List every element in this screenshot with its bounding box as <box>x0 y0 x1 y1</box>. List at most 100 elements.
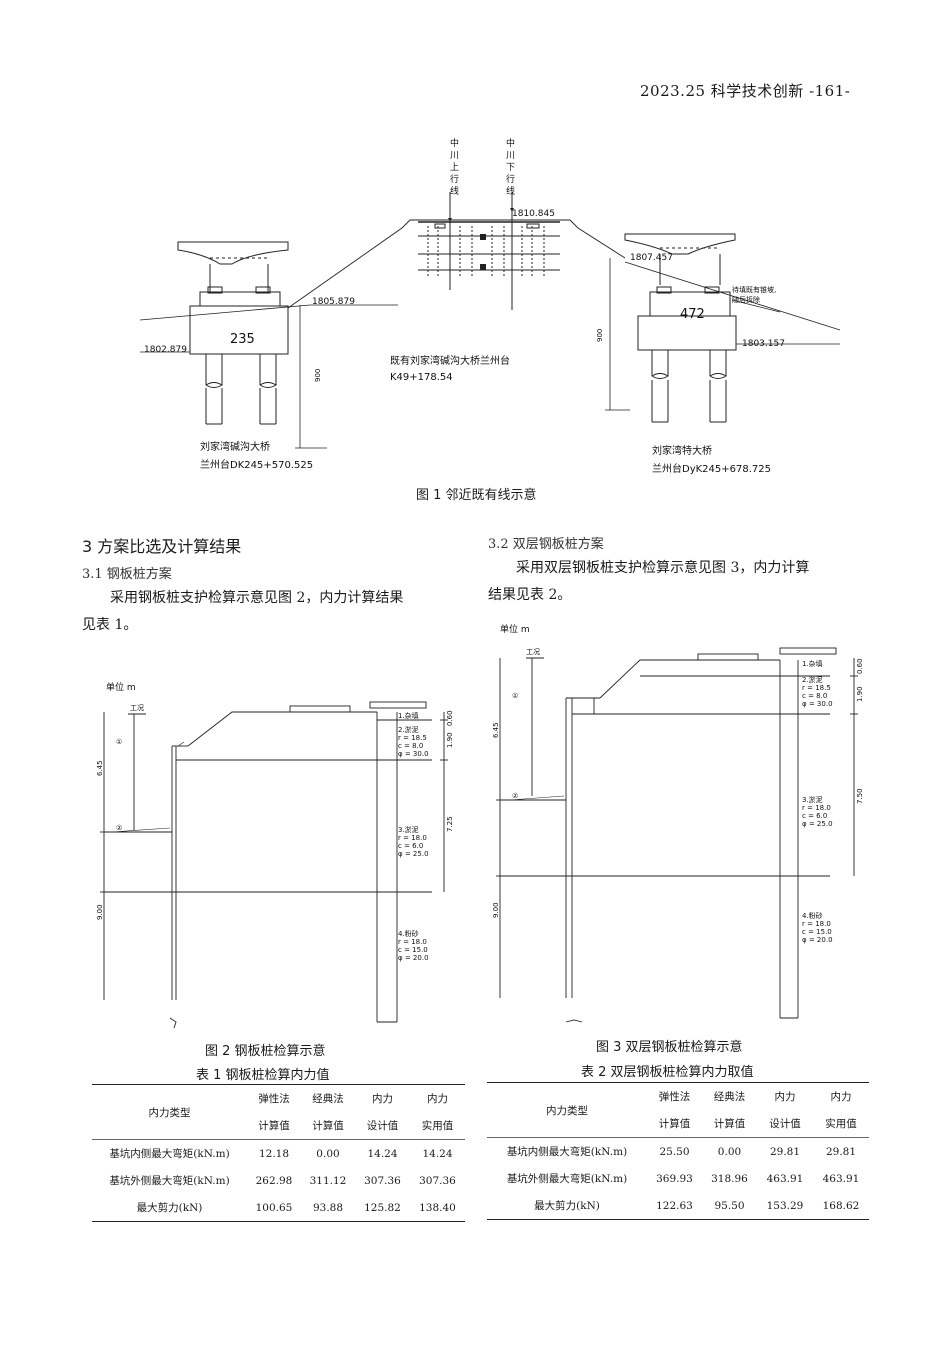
fig1-note-1: 待填既有锥坡, <box>732 285 776 294</box>
section31-para-line1: 采用钢板桩支护检算示意见图 2，内力计算结果 <box>110 590 404 606</box>
fig1-dim-right: 900 <box>596 329 604 342</box>
figure3-drawing: 单位 m 工况 ① ② 6.45 9.00 0.60 1.90 7.50 1.杂… <box>492 623 864 1023</box>
table1-head-type: 内力类型 <box>92 1084 247 1140</box>
fig1-bridge-mid-2: K49+178.54 <box>390 372 453 383</box>
fig2-dim-4: 1.90 <box>446 732 454 748</box>
table1-title: 表 1 钢板桩检算内力值 <box>196 1068 330 1083</box>
fig2-marker-2: ② <box>116 824 122 832</box>
fig3-layer1: 1.杂填 <box>802 659 823 668</box>
fig1-cap-left: 235 <box>230 332 255 347</box>
table1-cell: 262.98 <box>255 1174 293 1187</box>
fig1-elev-right-low: 1803.157 <box>742 339 785 349</box>
fig1-bridge-mid-1: 既有刘家湾碱沟大桥兰州台 <box>390 354 510 367</box>
table2-cell: 29.81 <box>769 1145 801 1158</box>
table1-head-top-3: 内力 <box>355 1084 410 1112</box>
fig3-dim-4: 1.90 <box>856 686 864 702</box>
fig3-dim-5: 7.50 <box>856 788 864 804</box>
fig3-unit: 单位 m <box>500 623 530 635</box>
table-row: 基坑内侧最大弯矩(kN.m) 25.50 0.00 29.81 29.81 <box>487 1138 869 1166</box>
fig3-layer4-c: c = 15.0 <box>802 928 832 936</box>
section3-title: 3 方案比选及计算结果 <box>82 537 242 556</box>
fig2-dim-1: 6.45 <box>96 760 104 776</box>
table1-cell: 125.82 <box>355 1194 410 1222</box>
table1-cell: 14.24 <box>367 1147 398 1160</box>
table1-head-bot-4: 实用值 <box>410 1112 465 1140</box>
fig2-layer4-phi: φ = 20.0 <box>398 954 429 962</box>
fig2-layer2-name: 2.淤泥 <box>398 725 419 734</box>
figure2-caption: 图 2 钢板桩检算示意 <box>205 1044 326 1059</box>
table1-cell: 307.36 <box>419 1174 456 1187</box>
figure1-drawing: 中川上行线 中川下行线 1810.845 1805.879 1802.879 1… <box>139 137 841 475</box>
table1-head-top-2: 经典法 <box>301 1084 355 1112</box>
table2-cell: 463.91 <box>822 1172 860 1185</box>
table-row: 基坑内侧最大弯矩(kN.m) 12.18 0.00 14.24 14.24 <box>92 1140 465 1168</box>
fig3-layer3-name: 3.淤泥 <box>802 795 823 804</box>
table1-cell: 138.40 <box>410 1194 465 1222</box>
fig3-layer4-phi: φ = 20.0 <box>802 936 833 944</box>
fig3-layer4-r: r = 18.0 <box>802 920 831 928</box>
fig1-label-down-line: 中川下行线 <box>506 137 515 197</box>
fig3-dim-1: 6.45 <box>492 722 500 738</box>
table1: 内力类型 弹性法 经典法 内力 内力 计算值 计算值 设计值 实用值 基坑内侧最… <box>92 1084 465 1222</box>
fig3-layer3-c: c = 6.0 <box>802 812 827 820</box>
fig1-bridge-right-1: 刘家湾特大桥 <box>652 444 712 457</box>
table1-cell: 100.65 <box>247 1194 301 1222</box>
fig2-layer4-c: c = 15.0 <box>398 946 428 954</box>
fig2-layer4-name: 4.粉砂 <box>398 929 419 938</box>
table-row: 基坑外侧最大弯矩(kN.m) 369.93 318.96 463.91 463.… <box>487 1165 869 1192</box>
table-row: 基坑外侧最大弯矩(kN.m) 262.98 311.12 307.36 307.… <box>92 1167 465 1194</box>
table2-cell: 95.50 <box>702 1192 757 1220</box>
fig3-marker-2: ② <box>512 792 518 800</box>
fig2-layer4-r: r = 18.0 <box>398 938 427 946</box>
fig2-layer2-r: r = 18.5 <box>398 734 427 742</box>
table2-head-top-3: 内力 <box>757 1082 813 1110</box>
table1-head-top-1: 弹性法 <box>247 1084 301 1112</box>
figure2-drawing: 单位 m 工况 ① ② 6.45 9.00 0.60 1.90 7.25 1.杂… <box>96 681 454 1029</box>
fig1-elev-right-top: 1807.457 <box>630 253 673 263</box>
section31-para-line2: 见表 1。 <box>82 617 138 633</box>
table2-title: 表 2 双层钢板桩检算内力取值 <box>581 1065 754 1080</box>
fig1-elev-top: 1810.845 <box>512 209 555 219</box>
table2: 内力类型 弹性法 经典法 内力 内力 计算值 计算值 设计值 实用值 基坑内侧最… <box>487 1082 869 1220</box>
table2-cell: 369.93 <box>656 1172 693 1185</box>
fig3-dim-3: 0.60 <box>856 658 864 674</box>
fig2-layer1: 1.杂填 <box>398 711 419 720</box>
table1-cell: 93.88 <box>301 1194 355 1222</box>
table1-cell: 最大剪力(kN) <box>92 1194 247 1222</box>
table2-head-type: 内力类型 <box>487 1082 647 1138</box>
fig2-layer3-phi: φ = 25.0 <box>398 850 429 858</box>
figure3-caption: 图 3 双层钢板桩检算示意 <box>596 1040 743 1055</box>
fig3-layer2-c: c = 8.0 <box>802 692 827 700</box>
fig2-layer2-phi: φ = 30.0 <box>398 750 429 758</box>
table2-head-bot-1: 计算值 <box>647 1110 702 1138</box>
table1-cell: 14.24 <box>422 1147 453 1160</box>
table2-cell: 基坑外侧最大弯矩(kN.m) <box>506 1173 628 1185</box>
table2-cell: 153.29 <box>757 1192 813 1220</box>
fig1-dim-left: 900 <box>314 369 322 382</box>
fig2-marker-1: ① <box>116 738 122 746</box>
table1-cell: 307.36 <box>364 1174 401 1187</box>
fig2-layer3-name: 3.淤泥 <box>398 825 419 834</box>
table2-head-top-1: 弹性法 <box>647 1082 702 1110</box>
figure1-caption: 图 1 邻近既有线示意 <box>416 488 537 503</box>
table2-cell: 0.00 <box>717 1145 742 1158</box>
fig2-work: 工况 <box>130 704 144 712</box>
fig3-layer3-phi: φ = 25.0 <box>802 820 833 828</box>
table2-cell: 最大剪力(kN) <box>487 1192 647 1220</box>
fig1-label-up-line: 中川上行线 <box>450 137 459 197</box>
table1-cell: 12.18 <box>258 1147 290 1160</box>
table1-cell: 基坑外侧最大弯矩(kN.m) <box>109 1175 230 1187</box>
table2-cell: 基坑内侧最大弯矩(kN.m) <box>506 1146 628 1158</box>
section32-para-line1: 采用双层钢板桩支护检算示意见图 3，内力计算 <box>516 560 810 576</box>
fig3-dim-2: 9.00 <box>492 902 500 918</box>
fig3-layer2-r: r = 18.5 <box>802 684 831 692</box>
table1-head-bot-2: 计算值 <box>301 1112 355 1140</box>
fig3-work: 工况 <box>526 648 540 656</box>
table1-head-bot-3: 设计值 <box>355 1112 410 1140</box>
table1-head-top-4: 内力 <box>410 1084 465 1112</box>
fig1-bridge-left-2: 兰州台DK245+570.525 <box>200 458 313 471</box>
fig2-layer2-c: c = 8.0 <box>398 742 423 750</box>
table1-head-bot-1: 计算值 <box>247 1112 301 1140</box>
section32-para-line2: 结果见表 2。 <box>488 587 572 603</box>
table2-cell: 318.96 <box>711 1172 748 1185</box>
